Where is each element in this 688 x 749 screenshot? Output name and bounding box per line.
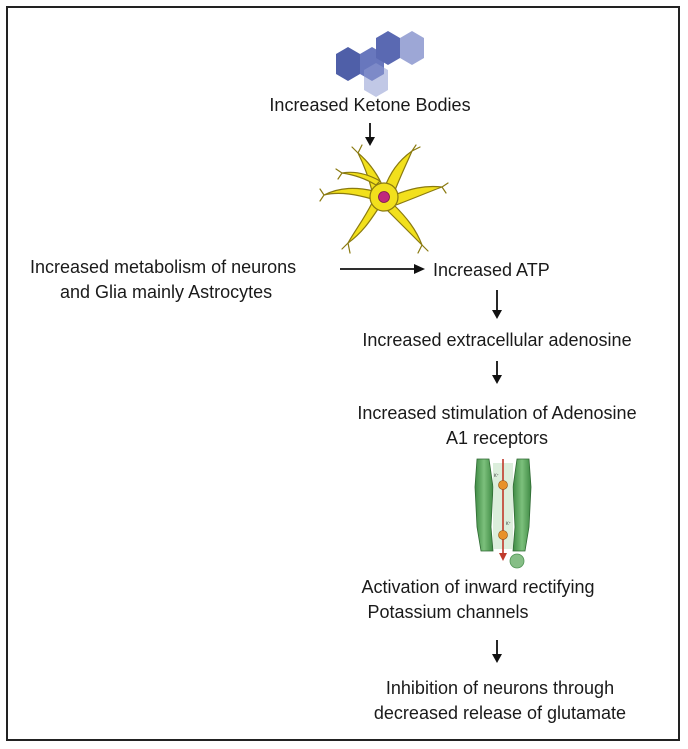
ketone-label: Increased Ketone Bodies — [269, 95, 471, 115]
arrow-ketone-to-astrocyte — [365, 123, 375, 146]
arrow-adenosine-to-a1 — [492, 361, 502, 384]
ketone-molecule-icon — [336, 31, 424, 97]
a1-receptor-label: Increased stimulation of Adenosine A1 re… — [357, 403, 637, 448]
potassium-channel-icon: K⁺ K⁺ — [474, 458, 532, 569]
arrow-atp-to-adenosine — [492, 290, 502, 319]
inhibition-label: Inhibition of neurons through decreased … — [373, 678, 627, 723]
atp-label: Increased ATP — [433, 260, 550, 280]
svg-text:K⁺: K⁺ — [506, 521, 511, 526]
svg-text:K⁺: K⁺ — [494, 473, 499, 478]
astrocyte-cell-icon — [319, 144, 449, 254]
potassium-channel-label: Activation of inward rectifying Potassiu… — [361, 577, 595, 622]
arrow-potassium-to-inhibition — [492, 640, 502, 663]
arrow-metabolism-to-atp — [340, 264, 425, 274]
diagram-frame — [6, 6, 680, 741]
metabolism-label: Increased metabolism of neurons and Glia… — [30, 257, 297, 302]
adenosine-label: Increased extracellular adenosine — [362, 330, 632, 350]
